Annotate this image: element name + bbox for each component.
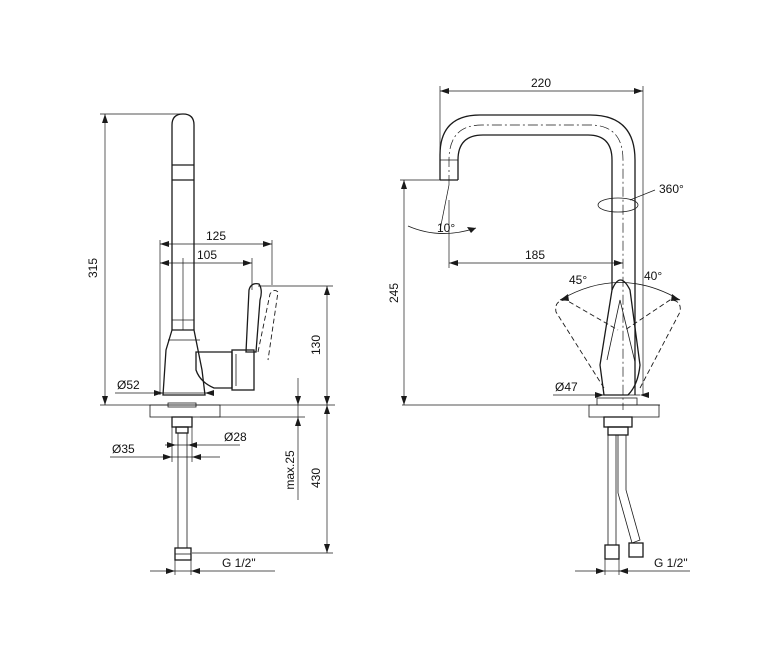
spout-inner	[457, 134, 613, 290]
dim-tilt: 10°	[437, 221, 455, 235]
dim-reach-inner: 105	[197, 248, 217, 262]
mounting-nut-right	[603, 416, 633, 428]
dim-max-thickness: max.25	[283, 450, 297, 490]
handle-lever-open	[257, 289, 279, 361]
dim-handle-height: 130	[309, 335, 323, 355]
spout-centerline	[448, 124, 624, 410]
dim-height-total: 315	[86, 258, 100, 278]
dim-shank-outer: Ø35	[112, 442, 135, 456]
handle-swing-arc	[559, 282, 681, 301]
dim-handle-left: 45°	[569, 273, 587, 287]
dim-base-diameter-right: Ø47	[555, 380, 578, 394]
supply-hose-right	[617, 434, 641, 544]
dim-thread-right: G 1/2"	[654, 556, 688, 570]
mounting-plate-right	[588, 404, 660, 418]
front-view: 360° 10° 45° 40° 220 185 245	[387, 76, 690, 575]
handle-swing-right	[624, 299, 681, 389]
spout-tube	[171, 113, 195, 330]
hose-fitting-left	[604, 544, 620, 560]
rotation-arrow	[597, 197, 639, 213]
dim-spout-reach: 185	[525, 248, 545, 262]
dim-base-diameter: Ø52	[117, 378, 140, 392]
dim-hose-length: 430	[309, 468, 323, 488]
side-view: 315 125 105 130 Ø52 Ø35 Ø28	[86, 113, 335, 575]
dim-reach-outer: 125	[206, 229, 226, 243]
handle-hub	[231, 349, 255, 391]
dim-thread: G 1/2"	[222, 556, 256, 570]
dim-spout-width: 220	[531, 76, 551, 90]
mounting-nut	[171, 416, 193, 428]
handle-lever	[245, 282, 262, 353]
supply-hose	[177, 432, 188, 549]
hose-fitting-right	[628, 542, 644, 558]
spout-outer	[439, 114, 636, 395]
faucet-body	[162, 329, 206, 396]
supply-hose-left	[607, 434, 617, 546]
handle-body	[599, 279, 641, 396]
dim-rotation: 360°	[659, 182, 684, 196]
cartridge-housing	[195, 351, 233, 389]
dim-spout-height: 245	[387, 283, 401, 303]
dim-shank-inner: Ø28	[224, 430, 247, 444]
dim-handle-right: 40°	[644, 269, 662, 283]
